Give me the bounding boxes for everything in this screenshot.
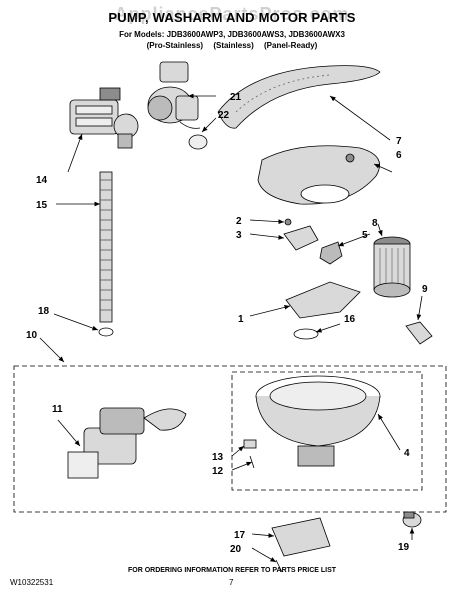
- callout-13: 13: [212, 452, 224, 463]
- callout-15: 15: [36, 200, 48, 211]
- callout-19: 19: [398, 542, 410, 553]
- callout-8: 8: [372, 218, 378, 229]
- document-number: W10322531: [10, 578, 54, 587]
- watermark: AppliancePartsPros.com: [114, 4, 350, 24]
- callout-5: 5: [362, 230, 368, 241]
- model-list: For Models: JDB3600AWP3, JDB3600AWS3, JD…: [119, 30, 345, 39]
- callout-6: 6: [396, 150, 402, 161]
- callout-17: 17: [234, 530, 246, 541]
- callout-9: 9: [422, 284, 428, 295]
- manifold-part: [285, 281, 361, 340]
- motor-assembly-part: [67, 407, 187, 479]
- callout-1: 1: [238, 314, 244, 325]
- check-valve-part: [402, 511, 422, 528]
- sump-part: [255, 375, 381, 467]
- wash-arm-part: [217, 65, 381, 129]
- callout-20: 20: [230, 544, 242, 555]
- ordering-note: FOR ORDERING INFORMATION REFER TO PARTS …: [127, 567, 337, 574]
- callout-18: 18: [38, 306, 50, 317]
- callout-16: 16: [344, 314, 356, 325]
- sensor-parts: [243, 439, 257, 469]
- assembly-box-10: [13, 365, 447, 513]
- callout-4: 4: [404, 448, 410, 459]
- callout-3: 3: [236, 230, 242, 241]
- leader-lines: [39, 93, 423, 563]
- callout-12: 12: [212, 466, 224, 477]
- model-variants: (Pro-Stainless) (Stainless) (Panel-Ready…: [146, 41, 318, 50]
- diverter-parts: [283, 218, 343, 265]
- pump-housing-part: [147, 61, 208, 150]
- callout-22: 22: [218, 110, 230, 121]
- callout-7: 7: [396, 136, 402, 147]
- callout-labels: 21 22 14 15 18 10 7 6 2 3 5 8 9 1 16 11 …: [26, 92, 428, 555]
- clip-part: [405, 321, 433, 345]
- callout-14: 14: [36, 175, 48, 186]
- motor-part: [69, 87, 139, 149]
- callout-11: 11: [52, 404, 63, 415]
- callout-10: 10: [26, 330, 38, 341]
- fine-filter-part: [373, 236, 411, 298]
- callout-21: 21: [230, 92, 242, 103]
- filter-cover-part: [257, 145, 380, 205]
- callout-2: 2: [236, 216, 242, 227]
- diagram-title: PUMP, WASHARM AND MOTOR PARTS: [108, 10, 356, 25]
- page-number: 7: [229, 578, 234, 587]
- drain-hose-part: [98, 171, 114, 337]
- drain-pump-part: [271, 517, 331, 573]
